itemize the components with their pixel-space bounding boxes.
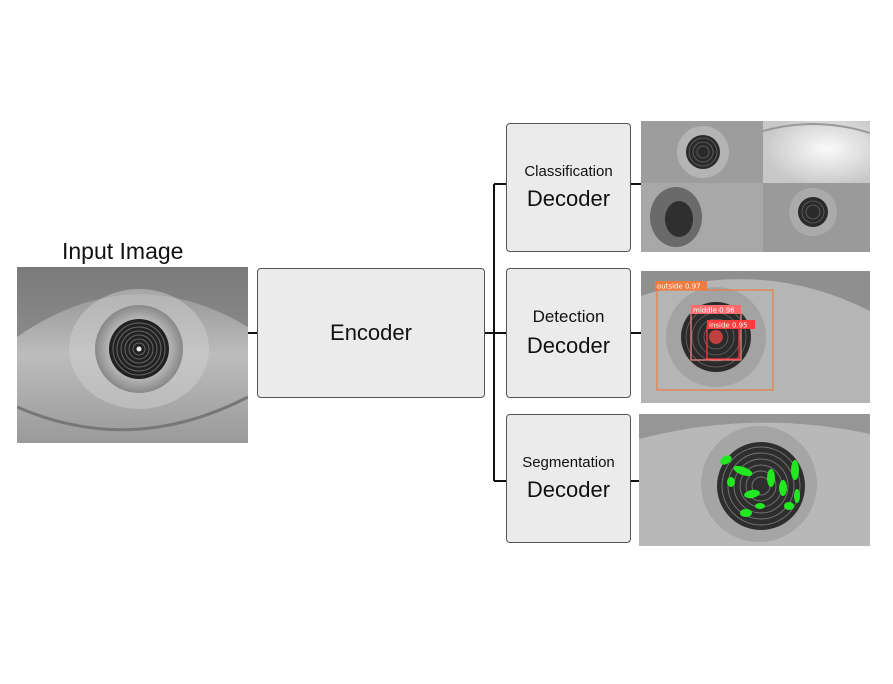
classification-decoder-box: Classification Decoder xyxy=(506,123,631,252)
classification-task-label: Classification xyxy=(524,163,613,180)
detection-label-outside: outside xyxy=(657,283,683,291)
segmentation-decoder-box: Segmentation Decoder xyxy=(506,414,631,543)
classification-tile-centered xyxy=(763,183,870,252)
classification-decoder-label: Decoder xyxy=(526,186,611,211)
classification-tile-offcenter xyxy=(641,183,763,252)
segmentation-mask xyxy=(720,455,800,517)
detection-decoder-label: Decoder xyxy=(526,333,611,358)
segmentation-decoder-label: Decoder xyxy=(526,477,611,502)
svg-text:outside 0.97: outside 0.97 xyxy=(657,283,701,291)
input-eye-image xyxy=(17,267,248,443)
classification-tile-overexposed xyxy=(762,121,870,183)
svg-text:middle 0.96: middle 0.96 xyxy=(693,307,735,315)
svg-text:inside 0.95: inside 0.95 xyxy=(709,322,748,330)
detection-score-middle: 0.96 xyxy=(719,307,735,315)
detection-score-outside: 0.97 xyxy=(685,283,701,291)
detection-score-inside: 0.95 xyxy=(732,322,748,330)
encoder-box: Encoder xyxy=(257,268,485,398)
segmentation-output-image xyxy=(639,414,870,546)
detection-label-middle: middle xyxy=(693,307,717,315)
detection-task-label: Detection xyxy=(532,307,605,326)
input-image-title: Input Image xyxy=(62,238,184,264)
segmentation-task-label: Segmentation xyxy=(522,454,615,471)
classification-tile-normal xyxy=(641,121,763,183)
detection-label-inside: inside xyxy=(709,322,730,330)
classification-output-grid xyxy=(641,121,870,252)
detection-output-image: outside 0.97 middle 0.96 inside 0.95 xyxy=(641,271,870,403)
detection-box-outside xyxy=(656,289,774,391)
detection-decoder-box: Detection Decoder xyxy=(506,268,631,398)
encoder-label: Encoder xyxy=(330,320,412,345)
